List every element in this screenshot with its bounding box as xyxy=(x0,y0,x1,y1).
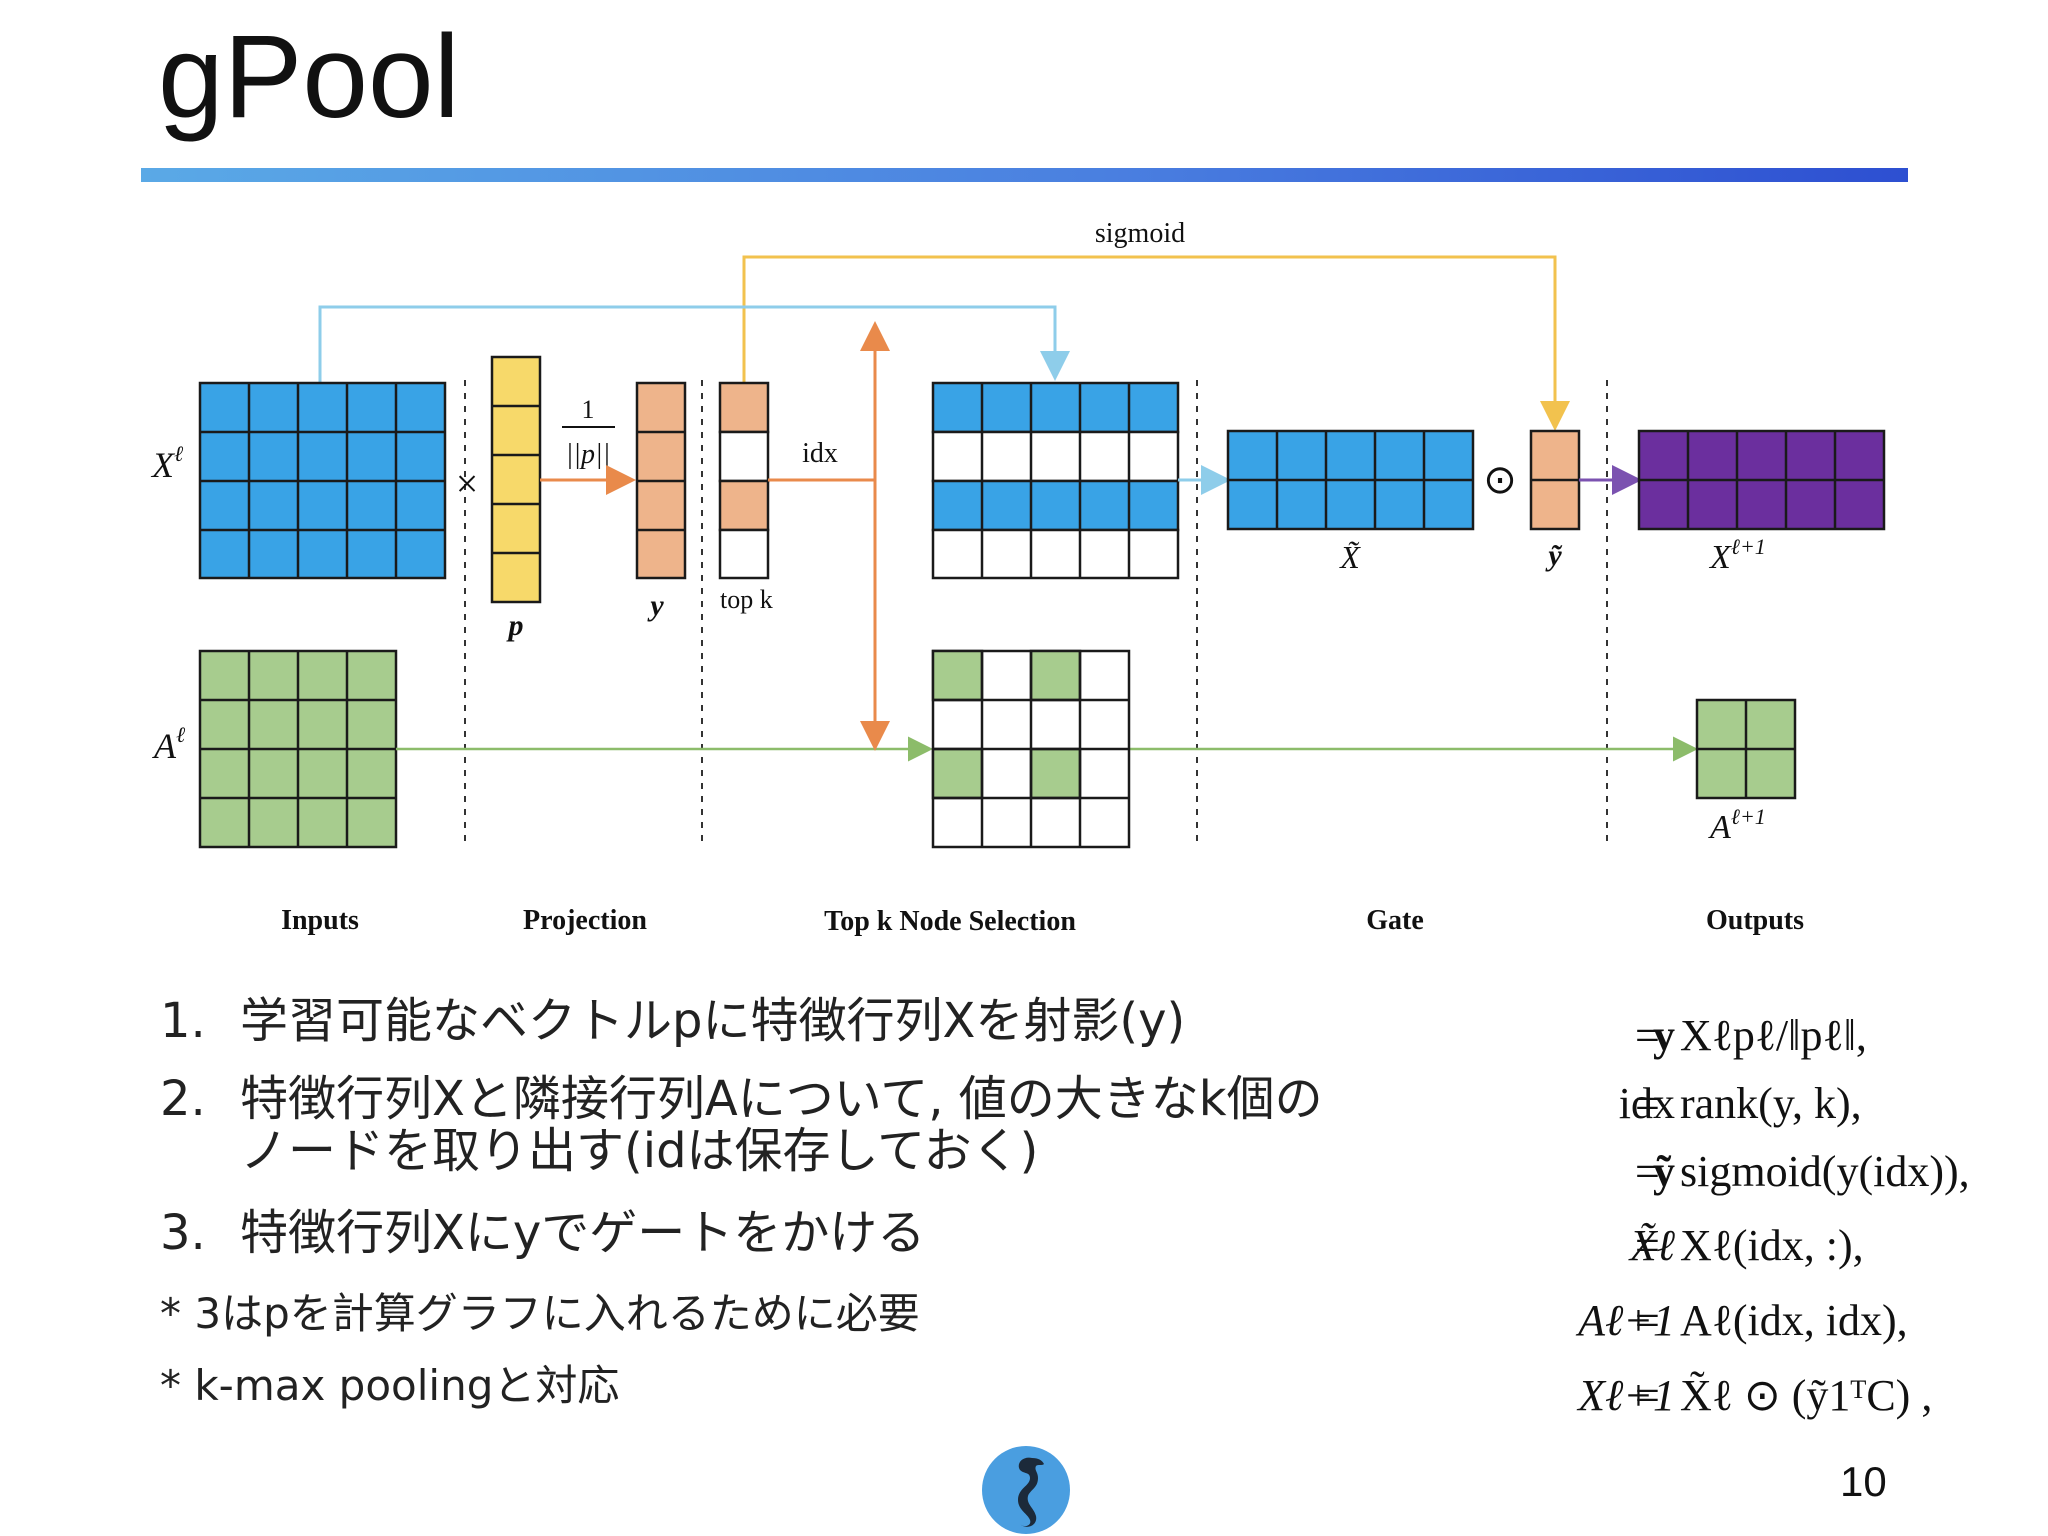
p-vector xyxy=(490,355,542,604)
section-label-outputs: Outputs xyxy=(1706,905,1804,936)
title-underline xyxy=(141,168,1908,182)
a-input-matrix xyxy=(198,649,398,849)
bullet-1: 1.学習可能なベクトルpに特徴行列Xを射影(y) xyxy=(160,993,1186,1049)
y-label: y xyxy=(647,589,664,622)
norm-fraction-numerator: 1 xyxy=(582,395,595,424)
y-tilde-vector xyxy=(1529,429,1581,531)
feature-copy-arrow xyxy=(318,305,1070,383)
bullet-2: 2.特徴行列Xと隣接行列Aについて, 値の大きなk個の ノードを取り出す(idは… xyxy=(160,1071,1323,1179)
x-input-label: Xℓ xyxy=(150,441,184,485)
section-label-projection: Projection xyxy=(523,905,647,936)
hadamard-symbol: ⊙ xyxy=(1483,457,1517,502)
a-input-label: Aℓ xyxy=(152,722,186,766)
topk-vector xyxy=(718,381,770,580)
x-selection-matrix xyxy=(931,381,1180,580)
section-label-topk: Top k Node Selection xyxy=(824,906,1076,937)
formula-block: y=Xℓpℓ/‖pℓ‖, idx=rank(y, k), ỹ=sigmoid(y… xyxy=(1578,1011,1970,1420)
x-tilde-label: X̃ xyxy=(1338,539,1361,575)
a-selection-matrix xyxy=(931,649,1131,849)
bullet-3: 3.特徴行列Xにyでゲートをかける xyxy=(160,1205,926,1261)
page-number: 10 xyxy=(1840,1458,1887,1505)
multiply-symbol: × xyxy=(456,461,479,506)
note-2: * k-max poolingと対応 xyxy=(160,1361,620,1410)
y-tilde-label: ỹ xyxy=(1545,539,1562,572)
norm-fraction-denominator: ||p|| xyxy=(566,439,611,470)
y-vector xyxy=(635,381,687,580)
section-label-inputs: Inputs xyxy=(281,905,359,936)
bullet-2-continuation: ノードを取り出す(idは保存しておく) xyxy=(240,1123,1039,1179)
slide-title: gPool xyxy=(158,11,460,143)
sigmoid-label: sigmoid xyxy=(1095,218,1185,249)
topk-label: top k xyxy=(720,585,773,614)
a-output-matrix xyxy=(1695,698,1797,800)
gpool-diagram: sigmoid Xℓ Aℓ × p 1 ||p|| xyxy=(150,218,1886,937)
seahorse-logo-icon xyxy=(982,1446,1070,1534)
note-1: * 3はpを計算グラフに入れるために必要 xyxy=(160,1289,920,1338)
p-label: p xyxy=(506,609,524,642)
x-output-label: Xℓ+1 xyxy=(1708,534,1766,576)
a-output-label: Aℓ+1 xyxy=(1708,804,1766,846)
x-input-matrix xyxy=(198,381,447,580)
section-labels: Inputs Projection Top k Node Selection G… xyxy=(281,905,1804,937)
x-tilde-matrix xyxy=(1226,429,1475,531)
idx-label: idx xyxy=(802,438,838,469)
section-label-gate: Gate xyxy=(1366,905,1424,936)
sigmoid-arrow xyxy=(742,255,1570,431)
x-output-matrix xyxy=(1637,429,1886,531)
